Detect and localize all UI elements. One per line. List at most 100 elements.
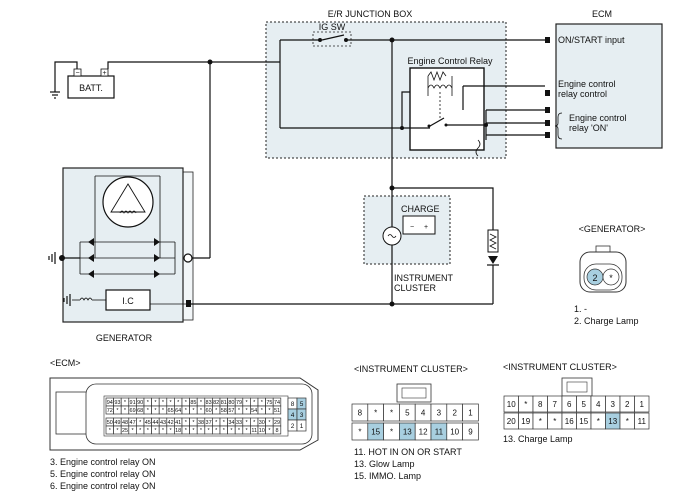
charge-label: CHARGE [401, 204, 440, 214]
ecm-pin-label: * [261, 400, 264, 406]
ecm-side-pin [296, 419, 307, 432]
cluster-label-2: CLUSTER [394, 283, 437, 293]
cluster1-pin-label: 8 [358, 408, 363, 417]
ecm-relay-control-label-2: relay control [558, 89, 607, 99]
ecm-pin-label: * [246, 400, 249, 406]
ecm-pin-label: 44 [152, 420, 158, 426]
cluster1-pin-label: 2 [452, 408, 457, 417]
ecm-pin-label: 79 [236, 400, 242, 406]
cluster1-pin-label: 15 [371, 427, 380, 436]
battery [67, 75, 115, 99]
battery-label: BATT. [79, 83, 103, 93]
ecm-pin-label: 47 [130, 420, 136, 426]
cluster1-pin [462, 403, 479, 422]
ecm-legend-1: 3. Engine control relay ON [50, 457, 156, 467]
ecm-pin-label: * [154, 408, 157, 414]
ecm-relay-control-label-1: Engine control [558, 79, 616, 89]
gen-pin-2-label: 2 [592, 273, 597, 283]
ecm-pin-label: * [268, 420, 271, 426]
ecm-connector-title: <ECM> [50, 358, 81, 368]
ecm-pin-label: * [223, 428, 226, 434]
cluster1-pin-label: 1 [468, 408, 473, 417]
cluster1-pin-label: 4 [421, 408, 426, 417]
relay-contact [427, 117, 448, 128]
cluster2-pin-label: 15 [579, 417, 588, 426]
charge-warning-lamp: − + [402, 215, 436, 235]
cluster2-pin-label: 4 [596, 400, 601, 409]
gen-connector-title: <GENERATOR> [579, 224, 646, 234]
ecm-pin-label: * [147, 428, 150, 434]
ecm-pin-label: 8 [275, 428, 278, 434]
cluster1-pin-label: 3 [437, 408, 442, 417]
ecm-pin-label: 37 [206, 420, 212, 426]
ecm-pin-label: 75 [266, 400, 272, 406]
ecm-pin-label: 90 [137, 400, 143, 406]
ecm-pin-markers [545, 37, 550, 138]
ecm-side-pin-label: 4 [291, 412, 295, 419]
cluster2-pin [634, 395, 650, 413]
ecm-pin-label: * [139, 428, 142, 434]
ecm-side-pin-label: 8 [291, 401, 295, 408]
svg-text:−: − [410, 224, 414, 231]
cluster2-pin-label: * [626, 417, 629, 426]
cluster1-pin-label: 10 [450, 427, 459, 436]
ecm-pin-label: * [162, 400, 165, 406]
ecm-pin-label: 11 [251, 428, 257, 434]
ecm-pin-label: * [185, 408, 188, 414]
ecm-pin-label: 30 [259, 420, 265, 426]
ecm-pin-label: 50 [107, 420, 113, 426]
ecm-pin-label: * [154, 428, 157, 434]
cluster1-pin-label: 5 [405, 408, 410, 417]
rectifier-bridge [79, 175, 176, 278]
ecm-pin-label: * [109, 428, 112, 434]
ecm-box [555, 23, 663, 149]
ecm-pin-label: 64 [175, 408, 181, 414]
ecm-pin-label: 41 [175, 420, 181, 426]
ecm-pin-label: 83 [206, 400, 212, 406]
ecm-pin [272, 405, 282, 415]
ecm-pin-label: 51 [274, 408, 280, 414]
ecm-pin-label: * [170, 428, 173, 434]
ecm-pin-label: * [147, 408, 150, 414]
ecm-pin-label: 93 [114, 400, 120, 406]
cluster1-legend-1: 11. HOT IN ON OR START [354, 447, 462, 457]
cluster1-legend-2: 13. Glow Lamp [354, 459, 415, 469]
ecm-side-pin-label: 3 [300, 412, 304, 419]
cluster1-legend-3: 15. IMMO. Lamp [354, 471, 421, 481]
ecm-pin-label: 91 [130, 400, 136, 406]
ecm-brace [554, 112, 563, 140]
ecm-side-pin-label: 2 [291, 423, 295, 430]
cluster2-pin-label: 20 [507, 417, 516, 426]
cluster2-pin-label: 10 [507, 400, 516, 409]
ecm-side-pin-label: 5 [300, 401, 304, 408]
cluster2-pin-label: * [553, 417, 556, 426]
battery-terminals: − + [73, 68, 109, 77]
cluster1-pin-label: * [390, 427, 393, 436]
gen-pin-1 [602, 268, 620, 286]
relay-coil [427, 70, 453, 118]
cluster1-pin-label: * [358, 427, 361, 436]
ecm-pin [272, 425, 282, 435]
svg-text:−: − [75, 70, 79, 77]
ecm-pin-label: 69 [130, 408, 136, 414]
cluster2-pin [634, 412, 650, 430]
ecm-on-start-label: ON/START input [558, 35, 625, 45]
cluster2-pin-label: 2 [625, 400, 630, 409]
ecm-pin-label: * [200, 428, 203, 434]
cluster1-pin [462, 422, 479, 441]
cluster2-pin-label: * [524, 400, 527, 409]
ecm-pin-label: 42 [168, 420, 174, 426]
ecm-pin-label: * [246, 408, 249, 414]
gen-connector: 2 * [579, 245, 627, 293]
ecm-pin-label: * [223, 420, 226, 426]
generator-b-terminal [183, 253, 193, 263]
ecm-pin-label: 72 [107, 408, 113, 414]
ecm-pin-label: * [177, 400, 180, 406]
ecm-pin-label: * [116, 428, 119, 434]
ecm-pin-label: 68 [137, 408, 143, 414]
cluster1-pin-label: * [390, 408, 393, 417]
ecm-pin-label: * [200, 400, 203, 406]
cluster2-pin-label: 19 [521, 417, 530, 426]
